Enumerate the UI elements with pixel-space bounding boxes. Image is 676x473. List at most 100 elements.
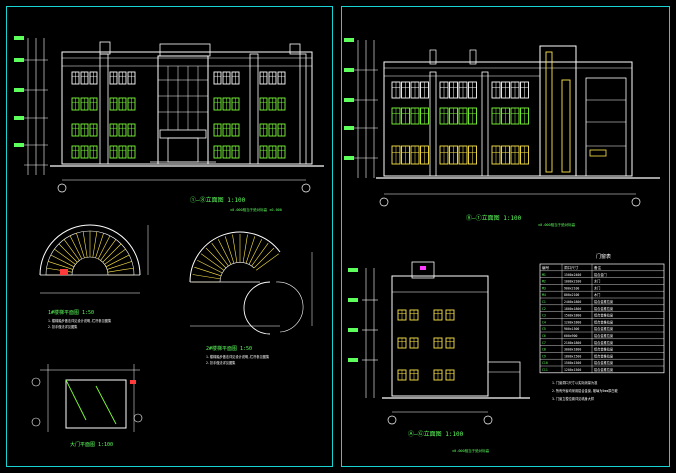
schedule-cell: 900x1500 [564,327,579,331]
schedule-cell: 1800x1500 [564,354,581,358]
front-elevation-note: ±0.000相当于绝对标高 ±0.000 [230,207,282,212]
side-elevation-title: Ⓐ—Ⓖ立面图 1:100 [408,430,464,438]
stair-tread [69,235,83,260]
stair-tread [63,239,80,261]
stair-tread [95,233,104,258]
side-elevation [348,261,530,425]
stair-tread [251,242,269,266]
stair-tread [92,231,98,258]
schedule-header: 洞口尺寸 [564,265,579,270]
entrance-curtain-wall [158,66,208,130]
schedule-cell: 铝合金推拉窗 [594,367,613,372]
schedule-cell: 3000x1800 [564,348,581,352]
axis-bubble [301,183,311,193]
stair-tread [205,247,227,269]
schedule-cell: C2 [542,307,546,311]
stair-a-note-1: 1.楼梯踏步做法详见设计说明,栏杆参见图集 [48,318,112,323]
stair-plan-a [39,224,149,294]
stair-tread [232,234,238,263]
schedule-cell: 1500x1500 [564,361,581,365]
schedule-cell: 铝合金推拉窗 [594,306,613,311]
stair-tread [211,242,229,266]
stair-tread [58,243,78,263]
schedule-note-2: 2.所有外窗均采用铝合金窗,玻璃为5mm厚白玻 [552,388,619,393]
stair-tread [54,248,76,265]
stair-tread [46,267,73,273]
stair-tread [194,266,222,277]
schedule-header: 备注 [594,265,602,270]
schedule-cell: C4 [542,320,546,324]
schedule-cell: 2400x1800 [564,300,581,304]
stair-tread [245,236,256,264]
stair-b-treads [192,234,280,283]
schedule-cell: 1000x2100 [564,280,581,284]
stair-tread [192,274,221,280]
schedule-cell: C6 [542,334,546,338]
schedule-cell: 600x900 [564,334,578,338]
schedule-cell: C7 [542,341,546,345]
stair-tread [256,253,280,271]
stair-tread [107,261,132,270]
axis-bubble [57,183,67,193]
schedule-cell: C8 [542,348,546,352]
schedule-cell: 900x2100 [564,286,579,290]
right-sheet-frame [341,6,670,467]
schedule-cell: 800x2100 [564,293,579,297]
schedule-cell: 木门 [594,292,600,297]
schedule-cell: 2100x1800 [564,341,581,345]
stair-tread [76,233,85,258]
schedule-note-1: 1.门窗洞口尺寸以实际测量为准 [552,380,598,385]
front-elevation: ①—⑧立面图 1:100 ±0.000相当于绝对标高 ±0.000 [14,36,324,212]
schedule-cell: 1200x1800 [564,320,581,324]
stair-plan-b [189,231,313,335]
schedule-cell: 1500x1800 [564,314,581,318]
schedule-title: 门窗表 [596,253,611,260]
schedule-cell: 铝合金推拉窗 [594,313,613,318]
stair-tread [253,247,275,269]
front-elevation-dimensions [24,38,48,175]
schedule-cell: C10 [542,361,548,365]
stair-tread [104,248,126,265]
schedule-cell: M3 [542,286,546,290]
stair-a-title: 1#楼梯平面图 1:50 [48,309,94,316]
stair-tread [197,259,223,274]
schedule-cell: 木门 [594,279,600,284]
small-plan [31,364,143,432]
schedule-cell: 铝合金推拉窗 [594,360,613,365]
rear-elevation [344,38,660,207]
front-pilasters [99,53,307,165]
schedule-cell: C1 [542,300,546,304]
schedule-cell: 铝合金推拉窗 [594,353,613,358]
stair-tread [242,234,248,263]
stair-tread [105,254,130,268]
schedule-cell: C5 [542,327,546,331]
stair-tread [217,239,232,265]
stair-tread [82,231,88,258]
stair-tread [50,254,75,268]
stair-tread [48,261,73,270]
schedule-cell: 铝合金推拉窗 [594,326,613,331]
schedule-cell: M1 [542,273,546,277]
stair-tread [100,239,117,261]
rear-elevation-note: ±0.000相当于绝对标高 [538,222,576,227]
schedule-cell: 铝合金门 [594,272,607,277]
small-plan-title: 大门平面图 1:100 [70,441,113,448]
stair-tread [200,253,224,271]
front-elevation-windows [71,71,286,159]
schedule-cell: 铝合金推拉窗 [594,299,613,304]
schedule-cell: 铝合金推拉窗 [594,333,613,338]
schedule-note-3: 3.门窗立樘位置详见墙身大样 [552,396,595,401]
schedule-cell: 1500x2400 [564,273,581,277]
rear-elevation-title: ⑧—①立面图 1:100 [466,214,522,222]
schedule-cell: M4 [542,293,546,297]
stair-tread [97,235,111,260]
front-elevation-title: ①—⑧立面图 1:100 [190,196,246,204]
schedule-cell: C11 [542,368,548,372]
schedule-cell: 铝合金推拉窗 [594,347,613,352]
schedule-cell: 1800x1800 [564,307,581,311]
stair-tread [224,236,235,264]
